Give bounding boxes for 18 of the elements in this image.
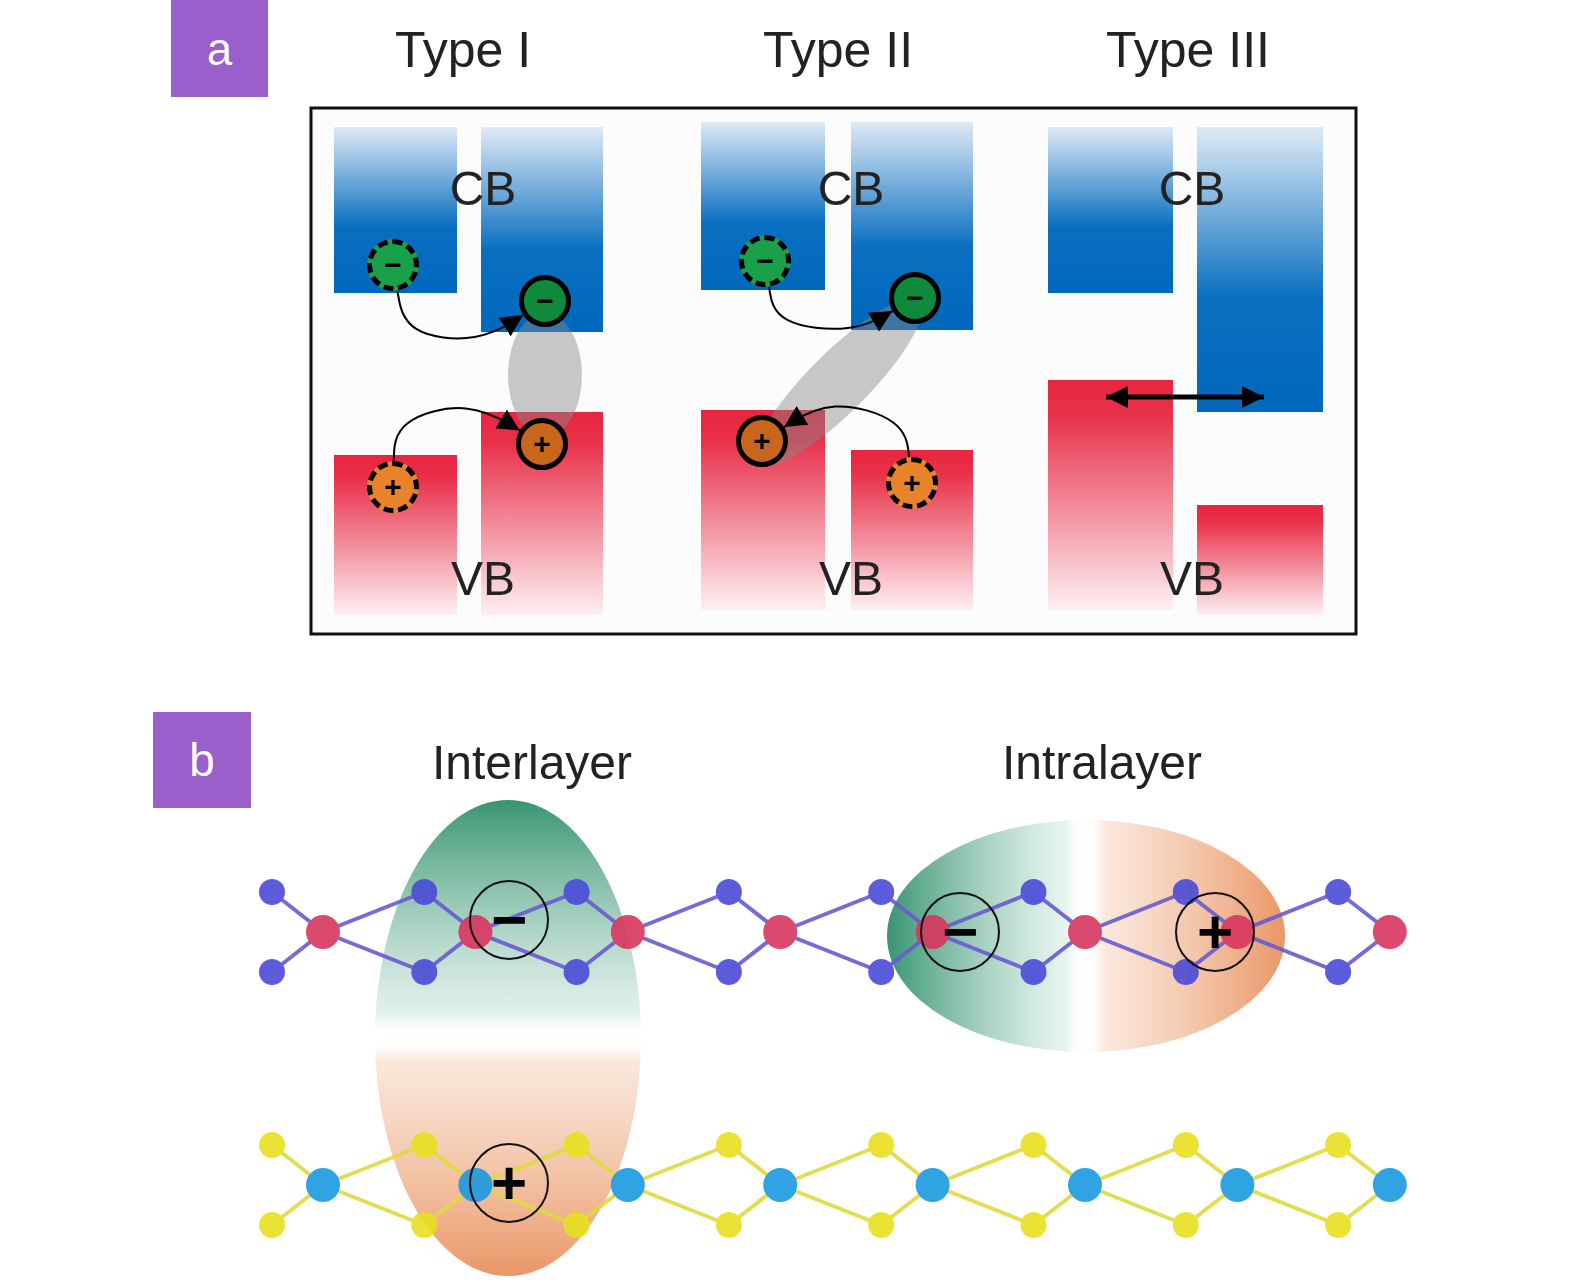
- band-label: CB: [1158, 160, 1226, 216]
- charge-symbol: +: [469, 1143, 549, 1223]
- transfer-arrow: [783, 405, 911, 459]
- panel-heading: Interlayer: [431, 734, 633, 790]
- transfer-arrow: [396, 289, 525, 340]
- panel-heading: Type III: [1106, 21, 1270, 79]
- band-label: VB: [819, 550, 883, 606]
- band-label: VB: [451, 550, 515, 606]
- panel-heading: Intralayer: [1001, 734, 1203, 790]
- panel-label: a: [171, 0, 268, 97]
- band-label: VB: [1160, 550, 1224, 606]
- panel-heading: Type II: [762, 21, 914, 79]
- transfer-arrow: [392, 407, 521, 462]
- panel-heading: Type I: [394, 21, 532, 79]
- panel-label: b: [153, 712, 251, 808]
- charge-symbol: −: [469, 880, 549, 960]
- charge-symbol: +: [1175, 892, 1255, 972]
- transfer-arrow: [768, 285, 894, 332]
